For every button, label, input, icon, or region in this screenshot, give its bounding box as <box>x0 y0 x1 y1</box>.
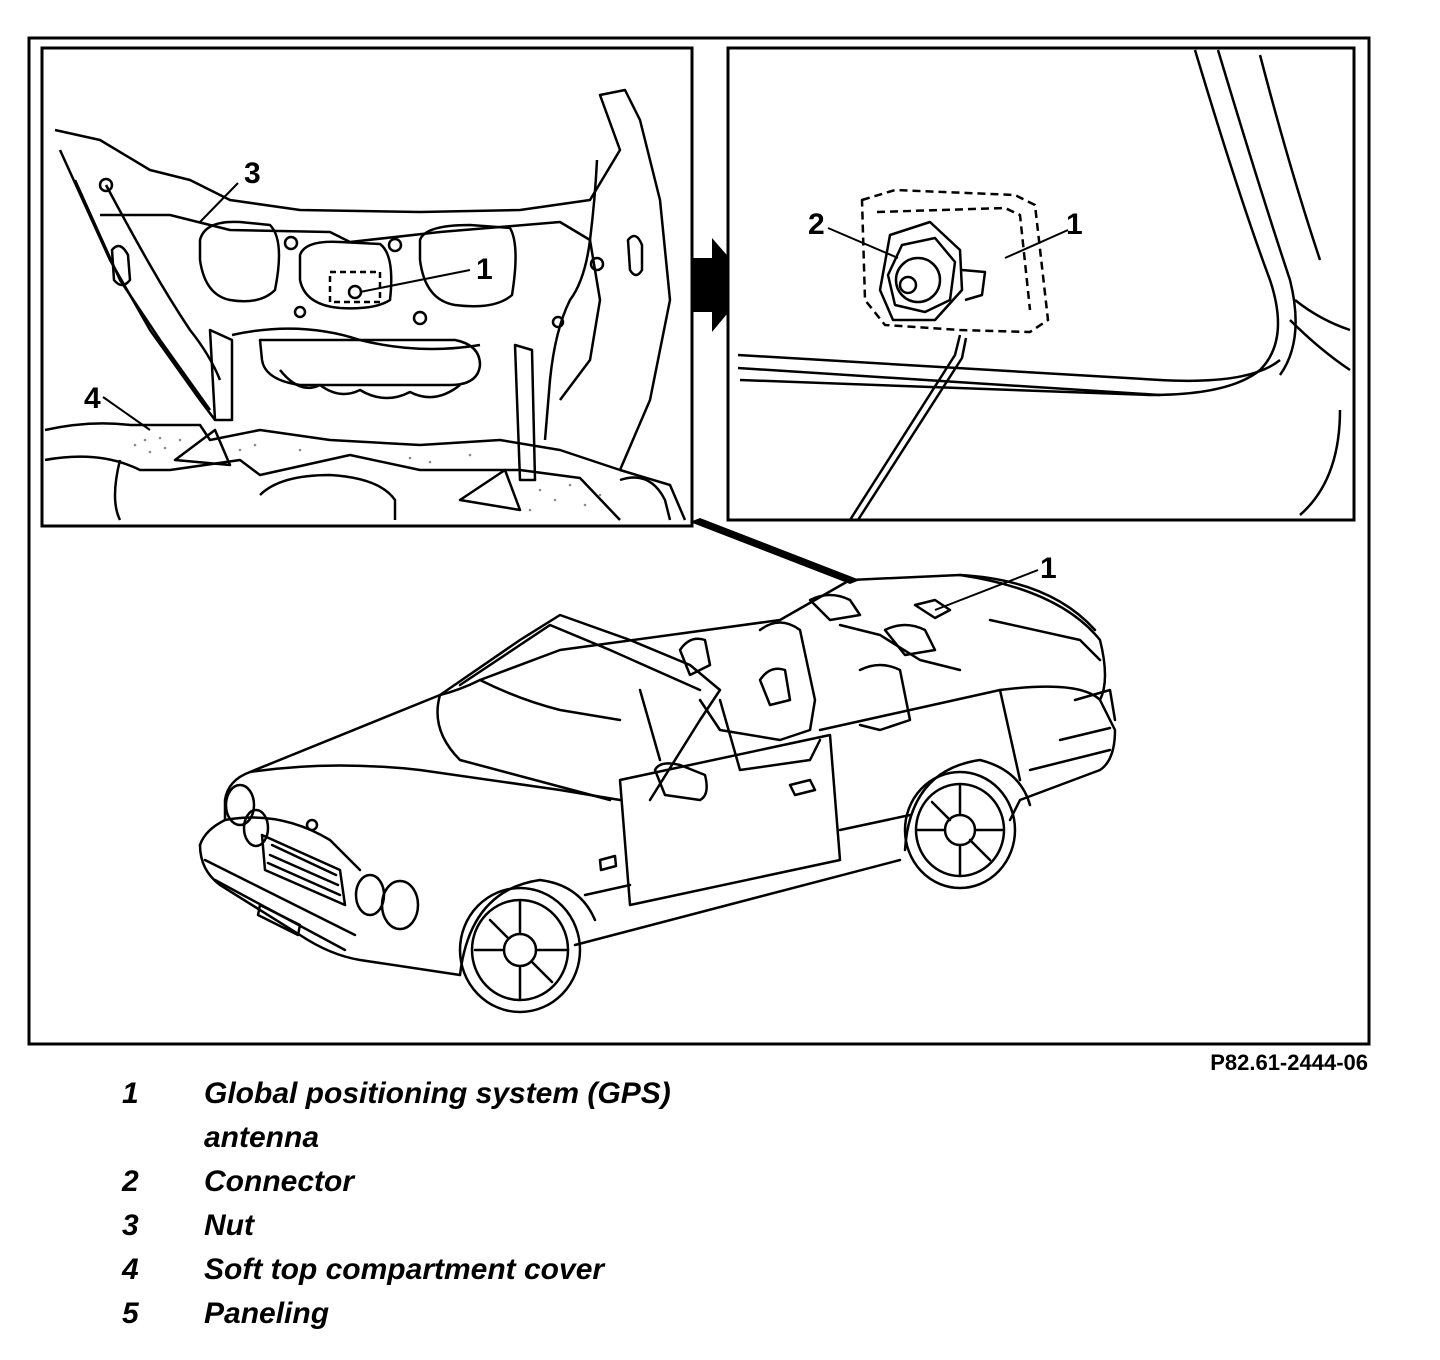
legend: 1 Global positioning system (GPS) antenn… <box>122 1072 1322 1336</box>
car-grille <box>260 833 347 907</box>
callout-car-1: 1 <box>1040 552 1057 585</box>
legend-number: 4 <box>122 1253 139 1286</box>
car-mirror <box>653 762 708 802</box>
connector-hex <box>878 220 964 322</box>
legend-text: Paneling <box>204 1297 330 1330</box>
car-hood <box>223 816 362 872</box>
outer-frame <box>27 36 1371 1046</box>
lid-inner-panel <box>100 213 602 401</box>
callout-right-2: 2 <box>808 208 825 241</box>
left-inset: 1 3 4 <box>40 46 694 528</box>
car-door <box>618 733 842 907</box>
legend-text: Nut <box>204 1209 254 1242</box>
legend-item: 2 Connector <box>122 1160 1322 1204</box>
car-body-outline <box>198 573 1117 847</box>
right-inset-frame <box>726 46 1356 522</box>
antenna-dashed-box <box>860 188 1050 334</box>
legend-number: 3 <box>122 1209 139 1242</box>
legend-item: 1 Global positioning system (GPS) antenn… <box>122 1072 1322 1160</box>
legend-number: 5 <box>122 1297 139 1330</box>
legend-item: 3 Nut <box>122 1204 1322 1248</box>
antenna-cable-right <box>848 334 962 521</box>
legend-text: Soft top compartment cover <box>204 1253 605 1286</box>
antenna-cable <box>104 184 222 381</box>
detail-arrow-icon <box>692 238 752 332</box>
callout-left-3: 3 <box>244 157 261 190</box>
rear-window-edge <box>739 49 1280 397</box>
legend-item: 5 Paneling <box>122 1292 1322 1336</box>
rear-wheel <box>903 758 1032 890</box>
legend-item: 4 Soft top compartment cover <box>122 1248 1322 1292</box>
car-seats <box>678 637 712 677</box>
legend-number: 2 <box>122 1165 139 1198</box>
callout-left-1: 1 <box>476 253 493 286</box>
trunk-lid-outline <box>54 88 672 471</box>
front-wheel <box>458 878 597 1014</box>
left-inset-frame <box>40 46 694 528</box>
diagram-figure: 1 3 4 <box>27 36 1371 1046</box>
legend-number: 1 <box>122 1077 139 1110</box>
pointer-wedge <box>690 518 860 584</box>
callout-right-1: 1 <box>1066 208 1083 241</box>
soft-top-cover <box>44 422 687 521</box>
figure-code: P82.61-2444-06 <box>1210 1050 1368 1075</box>
right-inset: 2 1 <box>726 46 1356 522</box>
legend-text: Connector <box>204 1165 354 1198</box>
legend-text: Global positioning system (GPS) antenna <box>204 1077 671 1154</box>
car-overview <box>198 573 1117 1014</box>
car-windshield <box>438 613 722 802</box>
callout-left-4: 4 <box>84 382 101 415</box>
